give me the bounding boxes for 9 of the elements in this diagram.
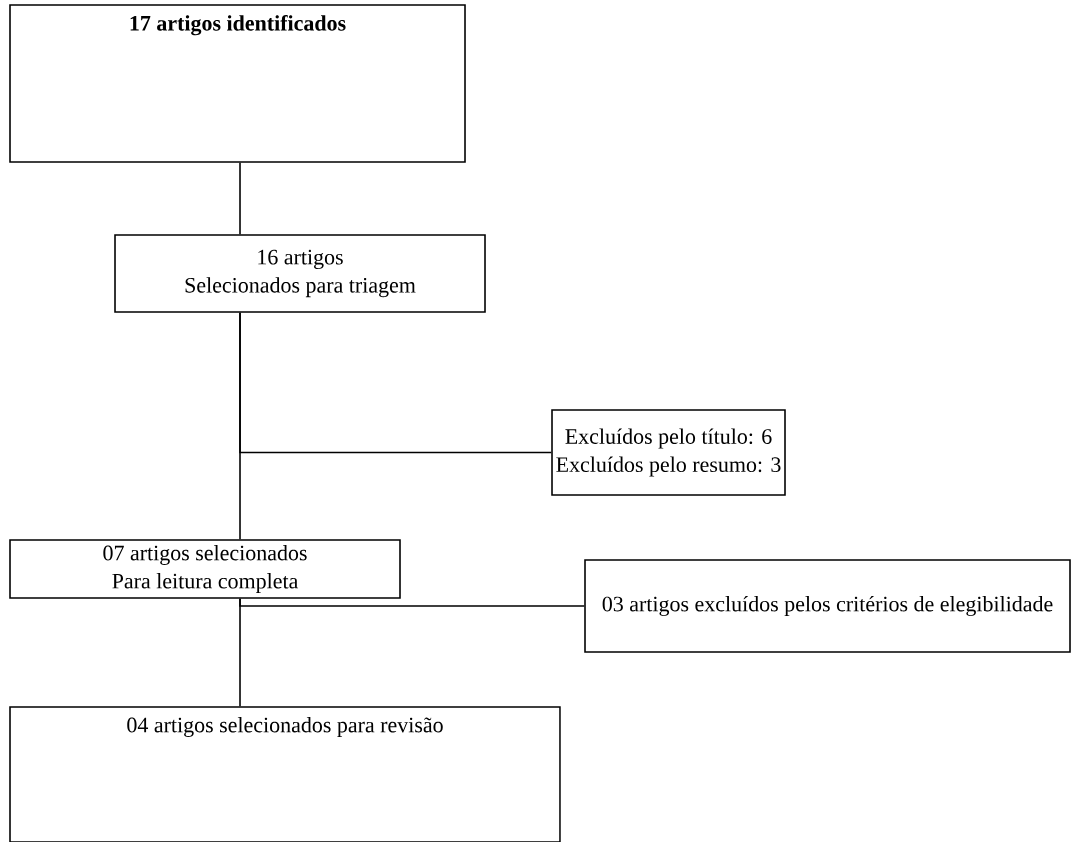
connector-line: [239, 162, 241, 235]
connector-line: [239, 598, 585, 607]
process-box: 16 artigos Selecionados para triagem: [114, 234, 486, 313]
process-box: 04 artigos selecionados para revisão: [9, 706, 561, 842]
process-box: 17 artigos identificados: [9, 4, 466, 163]
process-box: Excluídos pelo título: 6 Excluídos pelo resumo: 3: [551, 409, 786, 496]
process-box: 07 artigos selecionados Para leitura completa: [9, 539, 401, 599]
connector-line: [239, 311, 552, 454]
process-box: 03 artigos excluídos pelos critérios de elegibilidade: [584, 559, 1071, 653]
